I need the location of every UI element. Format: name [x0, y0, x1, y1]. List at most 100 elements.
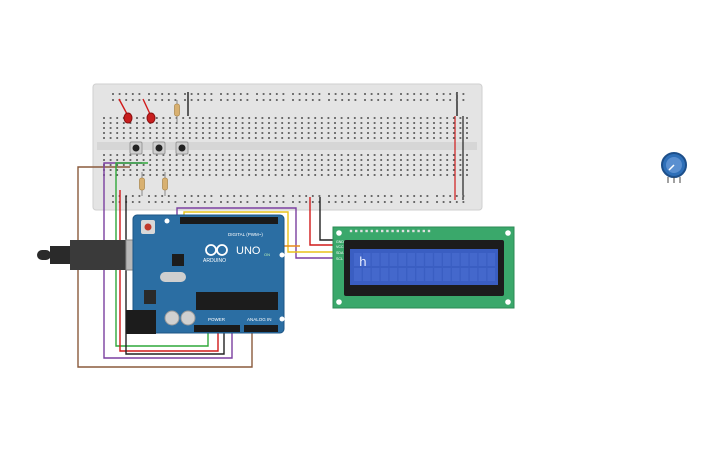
lcd-header-pin	[401, 229, 405, 233]
rail-hole	[282, 93, 285, 95]
terminal-hole	[281, 174, 284, 176]
rail-hole	[174, 93, 177, 95]
arduino-mounting-hole-2	[279, 252, 285, 258]
terminal-hole	[400, 132, 402, 134]
terminal-hole	[122, 137, 125, 139]
rail-hole	[377, 195, 380, 197]
pushbutton-3[interactable]	[175, 141, 189, 155]
terminal-hole	[248, 159, 251, 161]
terminal-hole	[129, 169, 132, 171]
rail-hole	[334, 99, 337, 101]
terminal-hole	[334, 127, 336, 129]
terminal-hole	[221, 122, 224, 124]
terminal-hole	[182, 127, 185, 129]
terminal-hole	[169, 137, 171, 139]
terminal-hole	[367, 122, 369, 124]
terminal-hole	[373, 154, 376, 156]
rail-hole	[311, 201, 314, 203]
rail-hole	[455, 99, 458, 101]
rail-hole	[167, 99, 170, 101]
rail-hole	[256, 99, 258, 101]
terminal-hole	[347, 137, 350, 139]
terminal-hole	[248, 174, 251, 176]
lcd-cell	[362, 268, 371, 281]
terminal-hole	[439, 132, 442, 134]
terminal-hole	[155, 169, 158, 171]
terminal-hole	[294, 169, 297, 171]
terminal-hole	[433, 159, 435, 161]
terminal-hole	[241, 122, 244, 124]
resistor-bottom-2-body	[162, 177, 168, 191]
terminal-hole	[439, 127, 442, 129]
rail-hole	[282, 195, 285, 197]
terminal-hole	[228, 132, 231, 134]
terminal-hole	[136, 122, 138, 124]
terminal-hole	[334, 154, 336, 156]
terminal-hole	[320, 159, 323, 161]
arduino-capacitor-1	[164, 310, 180, 326]
terminal-hole	[287, 164, 290, 166]
terminal-hole	[314, 132, 317, 134]
pushbutton-2-cap	[155, 144, 163, 152]
terminal-hole	[103, 132, 105, 134]
terminal-hole	[320, 164, 323, 166]
terminal-hole	[129, 174, 132, 176]
pushbutton-2[interactable]	[152, 141, 166, 155]
terminal-hole	[320, 122, 323, 124]
rail-hole	[426, 99, 429, 101]
terminal-hole	[373, 132, 376, 134]
pushbutton-1[interactable]	[129, 141, 143, 155]
lcd-cell	[380, 268, 389, 281]
wires	[77, 162, 336, 368]
terminal-hole	[129, 122, 132, 124]
terminal-hole	[373, 137, 376, 139]
rail-hole	[161, 99, 164, 101]
rail-hole	[233, 195, 236, 197]
terminal-hole	[261, 127, 264, 129]
terminal-hole	[367, 169, 369, 171]
rail-hole	[377, 93, 380, 95]
terminal-hole	[393, 117, 396, 119]
rail-hole	[298, 99, 301, 101]
terminal-hole	[353, 127, 356, 129]
terminal-hole	[314, 137, 317, 139]
lcd-pin-labels: GND VCC SDA SCL	[336, 240, 344, 261]
rail-hole	[190, 93, 193, 95]
terminal-hole	[254, 122, 257, 124]
lcd-cell	[443, 253, 451, 266]
rail-hole	[184, 93, 186, 95]
rail-hole	[233, 93, 236, 95]
terminal-hole	[353, 159, 356, 161]
terminal-hole	[353, 117, 356, 119]
potentiometer[interactable]	[661, 152, 687, 183]
lcd-header-pin	[355, 229, 358, 233]
terminal-hole	[235, 174, 237, 176]
terminal-hole	[195, 169, 198, 171]
rail-hole	[275, 99, 278, 101]
terminal-hole	[314, 169, 317, 171]
rail-hole	[436, 93, 438, 95]
terminal-hole	[446, 127, 449, 129]
rail-hole	[226, 201, 229, 203]
terminal-hole	[221, 159, 224, 161]
led-1-lead	[118, 98, 128, 115]
terminal-hole	[360, 132, 363, 134]
arduino-crystal	[160, 272, 186, 282]
terminal-hole	[162, 174, 165, 176]
rail-hole	[305, 99, 308, 101]
terminal-hole	[340, 169, 343, 171]
arduino-capacitor-2	[180, 310, 196, 326]
terminal-hole	[353, 132, 356, 134]
terminal-hole	[268, 117, 270, 119]
rail-hole	[220, 93, 222, 95]
terminal-hole	[122, 132, 125, 134]
arduino-model-label: UNO	[236, 245, 261, 257]
terminal-hole	[459, 122, 462, 124]
terminal-hole	[228, 174, 231, 176]
terminal-hole	[426, 122, 429, 124]
terminal-hole	[202, 159, 204, 161]
rail-hole	[184, 201, 186, 203]
terminal-hole	[340, 132, 343, 134]
rail-hole	[154, 93, 157, 95]
terminal-hole	[235, 132, 237, 134]
